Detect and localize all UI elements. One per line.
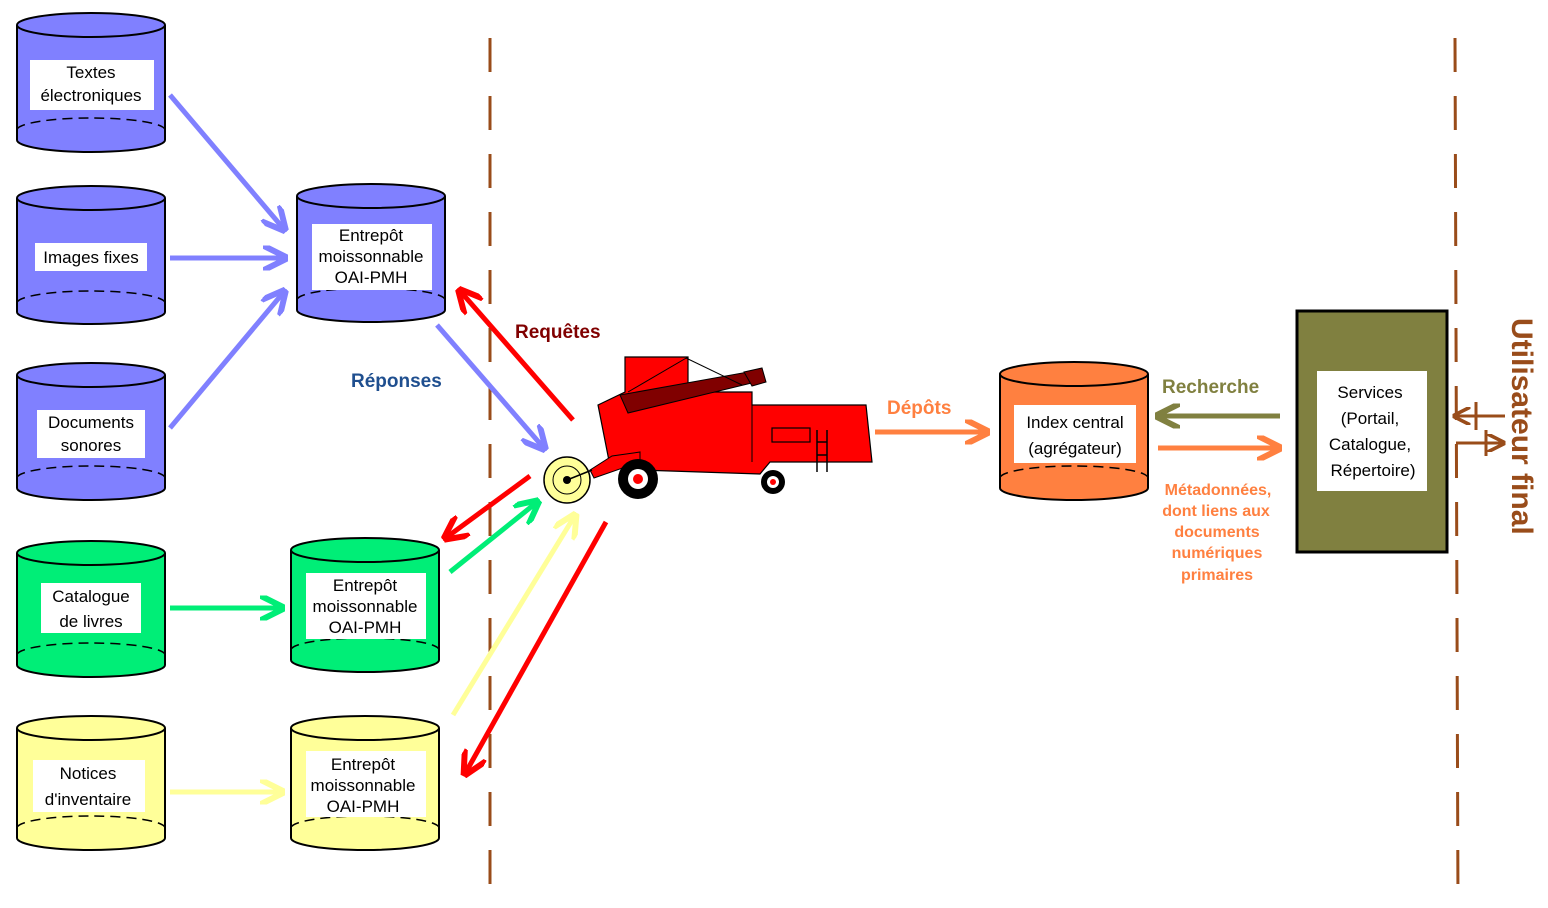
repository-label-line: Entrepôt xyxy=(339,226,404,245)
source-label-line: Catalogue xyxy=(52,587,130,606)
arrow-documents-to-repo xyxy=(168,293,283,430)
source-label-line: sonores xyxy=(61,436,121,455)
label-reponses: Réponses xyxy=(351,371,442,392)
label-requetes: Requêtes xyxy=(515,322,601,343)
repository-label-line: moissonnable xyxy=(319,247,424,266)
arrow-requete-green-repo xyxy=(447,473,532,537)
label-metadonnees: Métadonnées, dont liens aux documents nu… xyxy=(1162,482,1271,584)
repository-oai-pmh-blue: Entrepôt moissonnable OAI-PMH xyxy=(296,183,446,323)
services-box: Services (Portail, Catalogue, Répertoire… xyxy=(1295,309,1449,554)
source-label-line: Textes xyxy=(66,63,115,82)
services-label-line: Catalogue, xyxy=(1329,435,1411,454)
metadata-line: Métadonnées, xyxy=(1165,482,1272,499)
services-label-line: (Portail, xyxy=(1341,409,1400,428)
arrow-reponse-yellow-repo xyxy=(450,517,574,717)
central-index-label-line: Index central xyxy=(1026,413,1123,432)
repository-label-line: Entrepôt xyxy=(333,576,398,595)
repository-oai-pmh-green: Entrepôt moissonnable OAI-PMH xyxy=(290,537,440,673)
source-label-line: électroniques xyxy=(40,86,141,105)
central-index-label-line: (agrégateur) xyxy=(1028,439,1122,458)
arrow-textes-to-repo xyxy=(168,93,283,228)
source-label-line: d'inventaire xyxy=(45,790,131,809)
source-label-line: Documents xyxy=(48,413,134,432)
source-images-fixes: Images fixes xyxy=(16,185,166,325)
source-catalogue-de-livres: Catalogue de livres xyxy=(16,540,166,678)
arrow-requete-yellow-repo xyxy=(466,520,609,772)
label-recherche: Recherche xyxy=(1162,377,1259,398)
source-notices-d-inventaire: Notices d'inventaire xyxy=(16,715,166,851)
arrow-reponse-green-repo xyxy=(448,503,536,574)
label-depots: Dépôts xyxy=(887,398,951,419)
source-textes-electroniques: Textes électroniques xyxy=(16,12,166,153)
source-documents-sonores: Documents sonores xyxy=(16,362,166,501)
repository-label-line: OAI-PMH xyxy=(335,268,408,287)
metadata-line: primaires xyxy=(1181,567,1253,584)
source-label-line: de livres xyxy=(59,612,122,631)
repository-label-line: moissonnable xyxy=(311,776,416,795)
source-label-line: Images fixes xyxy=(43,248,138,267)
arrow-requete-blue-repo xyxy=(461,292,575,422)
repository-label-line: OAI-PMH xyxy=(329,618,402,637)
label-utilisateur-final: Utilisateur final xyxy=(1505,318,1538,535)
repository-label-line: Entrepôt xyxy=(331,755,396,774)
services-label-line: Services xyxy=(1337,383,1402,402)
harvester-icon xyxy=(543,356,873,504)
central-index: Index central (agrégateur) xyxy=(999,361,1149,501)
metadata-line: dont liens aux xyxy=(1162,503,1270,520)
repository-label-line: OAI-PMH xyxy=(327,797,400,816)
zone-divider-right xyxy=(1453,37,1460,908)
repository-label-line: moissonnable xyxy=(313,597,418,616)
arrow-reponse-blue-repo xyxy=(435,323,543,447)
repository-oai-pmh-yellow: Entrepôt moissonnable OAI-PMH xyxy=(290,715,440,851)
metadata-line: numériques xyxy=(1172,545,1263,562)
metadata-line: documents xyxy=(1174,524,1259,541)
services-label-line: Répertoire) xyxy=(1330,461,1415,480)
source-label-line: Notices xyxy=(60,764,117,783)
